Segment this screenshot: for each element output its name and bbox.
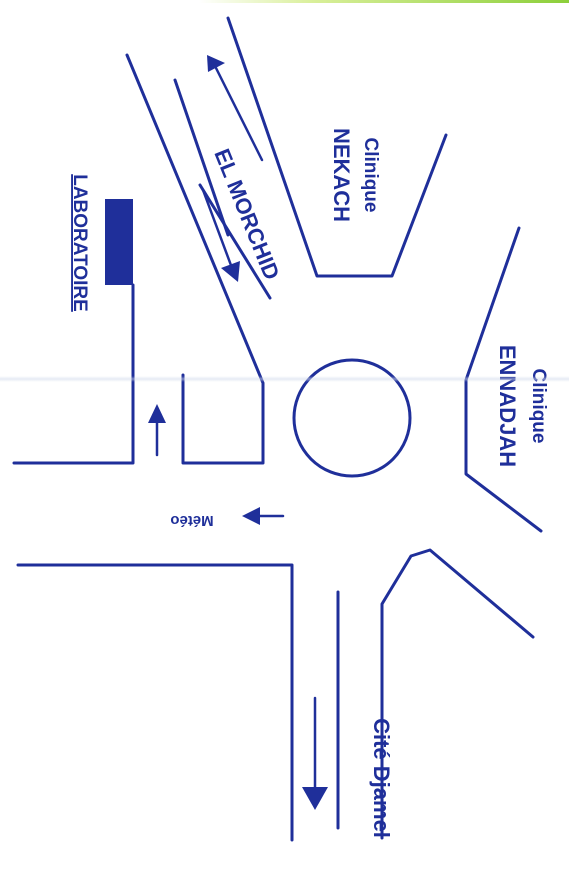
road-el-morchid-inner-edge: [125, 53, 265, 465]
road-left-upper-edge: [12, 283, 135, 465]
arrow-el-morchid-up: [207, 55, 264, 162]
scan-edge-strip: [0, 0, 569, 3]
clinique-ennadjah-label: Clinique ENNADJAH: [495, 345, 549, 467]
paper-fold-line: [0, 376, 569, 382]
arrow-cite-djamel: [302, 696, 328, 810]
road-cite-djamel-edge: [380, 548, 535, 840]
meteo-label: Météo: [170, 512, 213, 529]
cite-djamel-label: Cité Djamel: [369, 718, 394, 838]
arrow-up-icon: [148, 404, 166, 423]
el-morchid-median-upper: [173, 78, 230, 237]
road-lower-left-edge: [16, 563, 294, 842]
road-el-morchid-outer-edge: [226, 16, 448, 278]
median-lines: [173, 78, 340, 830]
arrow-left-icon: [242, 507, 260, 525]
road-network: [12, 16, 543, 842]
roundabout-circle: [292, 358, 412, 478]
clinique-ennadjah-line2: ENNADJAH: [495, 345, 520, 467]
clinique-nekach-line1: Clinique: [360, 138, 381, 213]
arrow-down-right-icon: [221, 261, 240, 282]
arrow-down-icon: [302, 787, 328, 810]
laboratoire-label: LABORATOIRE: [69, 174, 90, 312]
road-ennadjah-edge: [464, 226, 543, 533]
clinique-nekach-line2: NEKACH: [329, 128, 354, 222]
laboratory-marker-icon: [105, 199, 133, 285]
clinique-ennadjah-line1: Clinique: [528, 369, 549, 444]
arrow-el-morchid-down: [201, 188, 240, 282]
clinique-nekach-label: Clinique NEKACH: [329, 128, 381, 222]
arrow-meteo: [242, 507, 285, 525]
arrow-up-left-icon: [207, 55, 225, 72]
arrow-entry-up: [148, 404, 166, 457]
el-morchid-median-lower: [198, 183, 272, 300]
